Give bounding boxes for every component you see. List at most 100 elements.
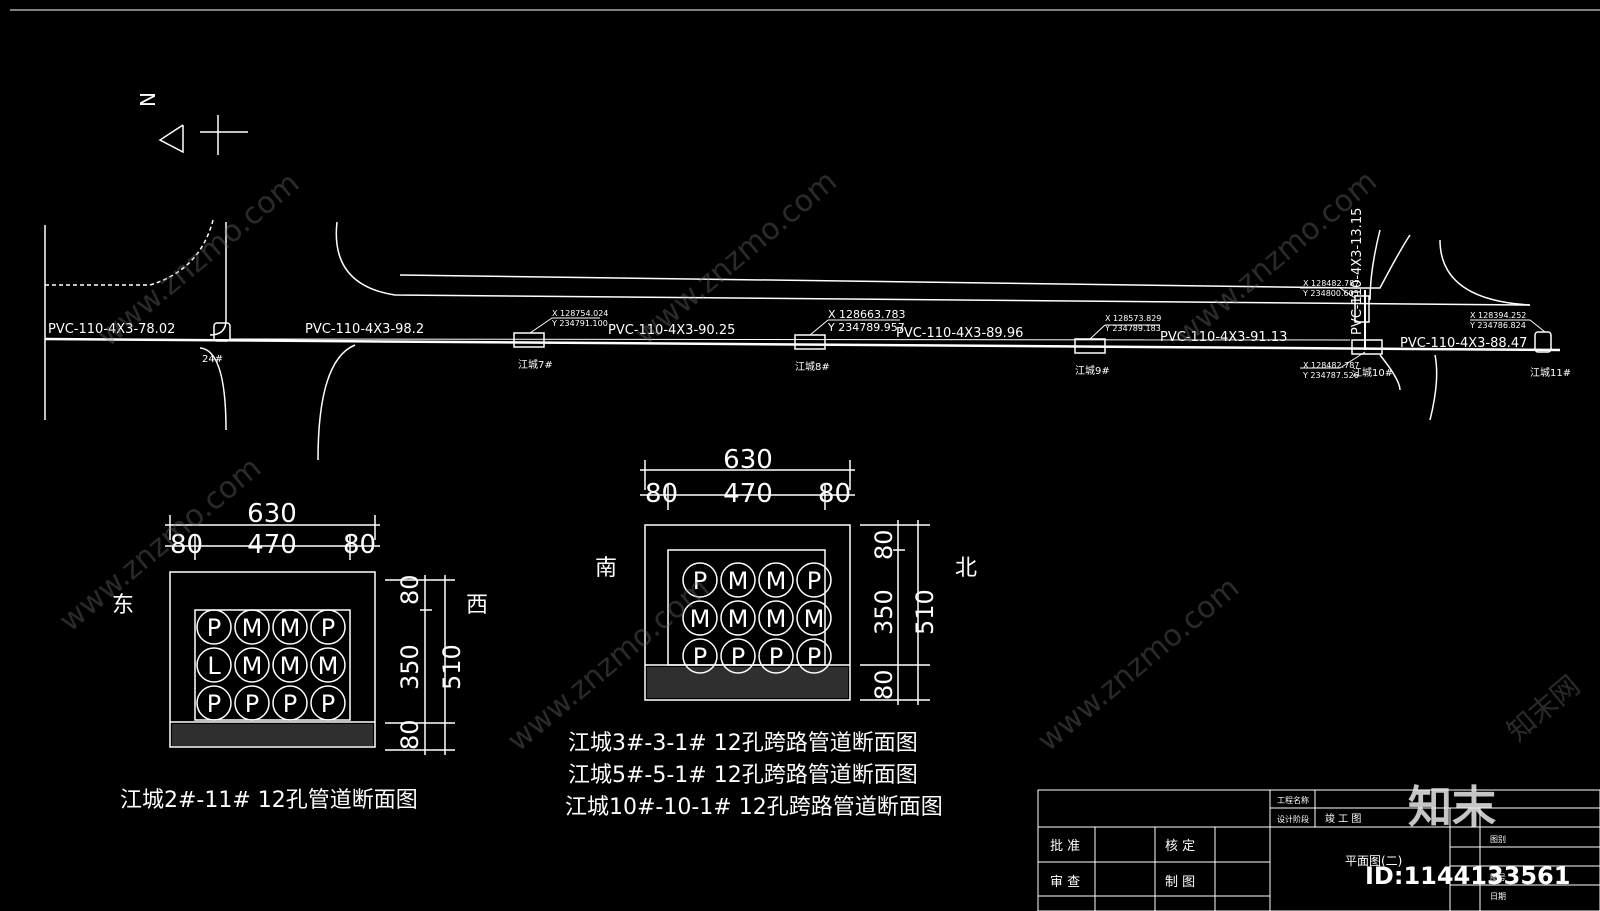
coord-y-10b: Y 234787.526 <box>1302 371 1359 380</box>
s1-duct-label-1-2: M <box>280 652 301 680</box>
coord-y-8: Y 234789.957 <box>827 321 905 334</box>
s1-duct-label-1-3: M <box>318 652 339 680</box>
watermark-site-2: www.znzmo.com <box>629 164 844 353</box>
s2-duct-2-2 <box>758 638 794 674</box>
s1-caption: 江城2#-11# 12孔管道断面图 <box>120 788 418 813</box>
s2-duct-label-2-2: P <box>769 643 783 671</box>
s2-duct-2-1 <box>720 638 756 674</box>
north-arrow <box>158 115 248 155</box>
watermark-brand: 知末 <box>1408 782 1496 833</box>
title-block <box>1037 789 1600 911</box>
s1-duct-2-0 <box>196 685 232 721</box>
s1-duct-label-2-3: P <box>321 690 335 718</box>
s2-width-right: 80 <box>818 479 851 509</box>
s2-duct-2-3 <box>796 638 832 674</box>
tb-drawing-title: 平面图(二) <box>1345 854 1402 868</box>
s2-width-left: 80 <box>645 479 678 509</box>
tb-draw: 制 图 <box>1165 875 1195 890</box>
s1-duct-0-2 <box>272 609 308 645</box>
s1-duct-1-1 <box>234 647 270 683</box>
s1-duct-0-0 <box>196 609 232 645</box>
tb-check: 核 定 <box>1165 839 1195 854</box>
well-label-24: 24# <box>202 354 223 365</box>
s1-width-right: 80 <box>343 530 376 560</box>
s2-duct-2-0 <box>682 638 718 674</box>
coord-x-10b: X 128482.787 <box>1303 361 1359 370</box>
s1-duct-0-1 <box>234 609 270 645</box>
s1-duct-label-2-2: P <box>283 690 297 718</box>
watermark-site-6: www.znzmo.com <box>1031 570 1246 759</box>
s1-side-right: 西 <box>466 593 488 618</box>
coord-x-7: X 128754.024 <box>552 309 608 318</box>
north-label: N <box>136 92 160 107</box>
s1-duct-1-0 <box>196 647 232 683</box>
pipe-label-2: PVC-110-4X3-98.2 <box>305 322 424 337</box>
s2-duct-0-0 <box>682 562 718 598</box>
well-label-7: 江城7# <box>518 359 553 371</box>
coord-x-8: X 128663.783 <box>828 308 906 321</box>
coord-y-7: Y 234791.100 <box>551 319 608 328</box>
s1-duct-2-3 <box>310 685 346 721</box>
s2-v-mid: 350 <box>870 589 898 635</box>
pipe-label-3: PVC-110-4X3-90.25 <box>608 323 735 338</box>
s1-width-left: 80 <box>170 530 203 560</box>
s1-duct-label-1-1: M <box>242 652 263 680</box>
tb-review: 审 查 <box>1050 875 1080 890</box>
s1-duct-label-1-0: L <box>207 652 221 680</box>
s1-duct-label-0-0: P <box>207 614 221 642</box>
s2-duct-label-2-0: P <box>693 643 707 671</box>
tb-design-stage: 设计阶段 <box>1277 814 1309 824</box>
s1-duct-label-2-1: P <box>245 690 259 718</box>
s1-duct-1-2 <box>272 647 308 683</box>
well-label-10: 江城10# <box>1352 367 1393 379</box>
s1-v-total: 510 <box>438 644 466 690</box>
s2-v-top: 80 <box>870 529 898 560</box>
s1-duct-2-2 <box>272 685 308 721</box>
s1-width-mid: 470 <box>247 530 297 560</box>
pipe-label-4: PVC-110-4X3-89.96 <box>896 326 1023 341</box>
s2-duct-1-0 <box>682 600 718 636</box>
tb-field-3: 日期 <box>1490 892 1506 901</box>
s2-caption-1: 江城3#-3-1# 12孔跨路管道断面图 <box>568 731 918 756</box>
s2-width-mid: 470 <box>723 479 773 509</box>
s1-duct-0-3 <box>310 609 346 645</box>
coord-x-10a: X 128482.787 <box>1303 279 1359 288</box>
s2-duct-0-3 <box>796 562 832 598</box>
s2-duct-label-2-1: P <box>731 643 745 671</box>
vertical-pipe-label: PVC-110-4X3-13.15 <box>1350 208 1365 335</box>
s2-duct-1-3 <box>796 600 832 636</box>
s2-duct-label-2-3: P <box>807 643 821 671</box>
tb-field-1: 图别 <box>1490 835 1506 844</box>
s2-v-total: 510 <box>911 589 939 635</box>
s2-width-total: 630 <box>723 445 773 475</box>
s2-duct-label-1-2: M <box>766 605 787 633</box>
well-label-11: 江城11# <box>1530 367 1571 379</box>
pipe-label-6: PVC-110-4X3-88.47 <box>1400 336 1527 351</box>
pipe-label-1: PVC-110-4X3-78.02 <box>48 322 175 337</box>
coord-x-9: X 128573.829 <box>1105 314 1161 323</box>
watermark-site-1: www.znzmo.com <box>91 166 306 355</box>
s1-v-bot: 80 <box>396 719 424 750</box>
tb-stage-value: 竣 工 图 <box>1325 812 1361 825</box>
s1-side-left: 东 <box>112 593 134 618</box>
road-edges <box>44 219 1531 461</box>
coord-x-11: X 128394.252 <box>1470 311 1526 320</box>
watermark-id: ID:1144133561 <box>1365 862 1570 890</box>
coord-y-10a: Y 234800.605 <box>1302 289 1359 298</box>
pipe-label-5: PVC-110-4X3-91.13 <box>1160 330 1287 345</box>
s2-caption-2: 江城5#-5-1# 12孔跨路管道断面图 <box>568 763 918 788</box>
coord-y-9: Y 234789.183 <box>1104 324 1161 333</box>
s1-v-mid: 350 <box>396 644 424 690</box>
s1-v-top: 80 <box>396 574 424 605</box>
well-label-9: 江城9# <box>1075 365 1110 377</box>
s2-duct-label-0-3: P <box>807 567 821 595</box>
coordinate-callouts <box>529 287 1546 369</box>
well-label-8: 江城8# <box>795 361 830 373</box>
s1-width-total: 630 <box>247 499 297 529</box>
tb-field-2: 图号 <box>1490 873 1506 882</box>
